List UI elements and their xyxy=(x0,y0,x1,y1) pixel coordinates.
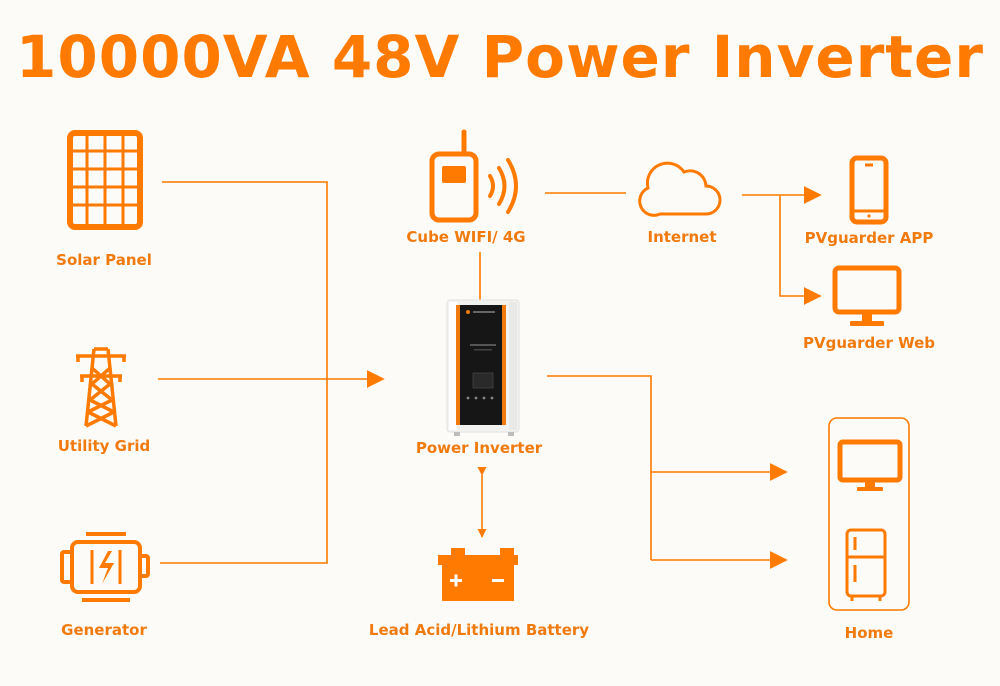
phone-app-icon xyxy=(849,155,889,225)
home-label: Home xyxy=(844,624,894,642)
utility-grid-label: Utility Grid xyxy=(57,437,151,455)
utility-grid-icon xyxy=(76,347,126,428)
pvguarder-app-label: PVguarder APP xyxy=(804,229,934,247)
page-title: 10000VA 48V Power Inverter xyxy=(16,23,984,91)
solar-to-bus-line xyxy=(160,181,328,564)
generator-label: Generator xyxy=(61,621,147,639)
home-panel xyxy=(828,417,910,611)
battery-icon xyxy=(438,548,518,601)
cube-wifi-label: Cube WIFI/ 4G xyxy=(406,228,526,246)
cloud-icon xyxy=(638,161,722,217)
internet-to-web-arrow xyxy=(779,195,822,305)
wifi-cube-icon xyxy=(429,129,518,223)
solar-panel-label: Solar Panel xyxy=(56,251,152,269)
fridge-icon xyxy=(845,528,887,601)
generator-icon xyxy=(60,532,150,602)
solar-panel-icon xyxy=(67,130,143,230)
battery-label: Lead Acid/Lithium Battery xyxy=(368,621,590,639)
inverter-to-home-line xyxy=(547,375,652,560)
power-inverter-device xyxy=(446,299,520,436)
monitor-web-icon xyxy=(832,265,902,326)
pvguarder-web-label: PVguarder Web xyxy=(803,334,935,352)
tv-icon xyxy=(837,439,903,491)
power-inverter-label: Power Inverter xyxy=(415,439,543,457)
internet-label: Internet xyxy=(647,228,717,246)
